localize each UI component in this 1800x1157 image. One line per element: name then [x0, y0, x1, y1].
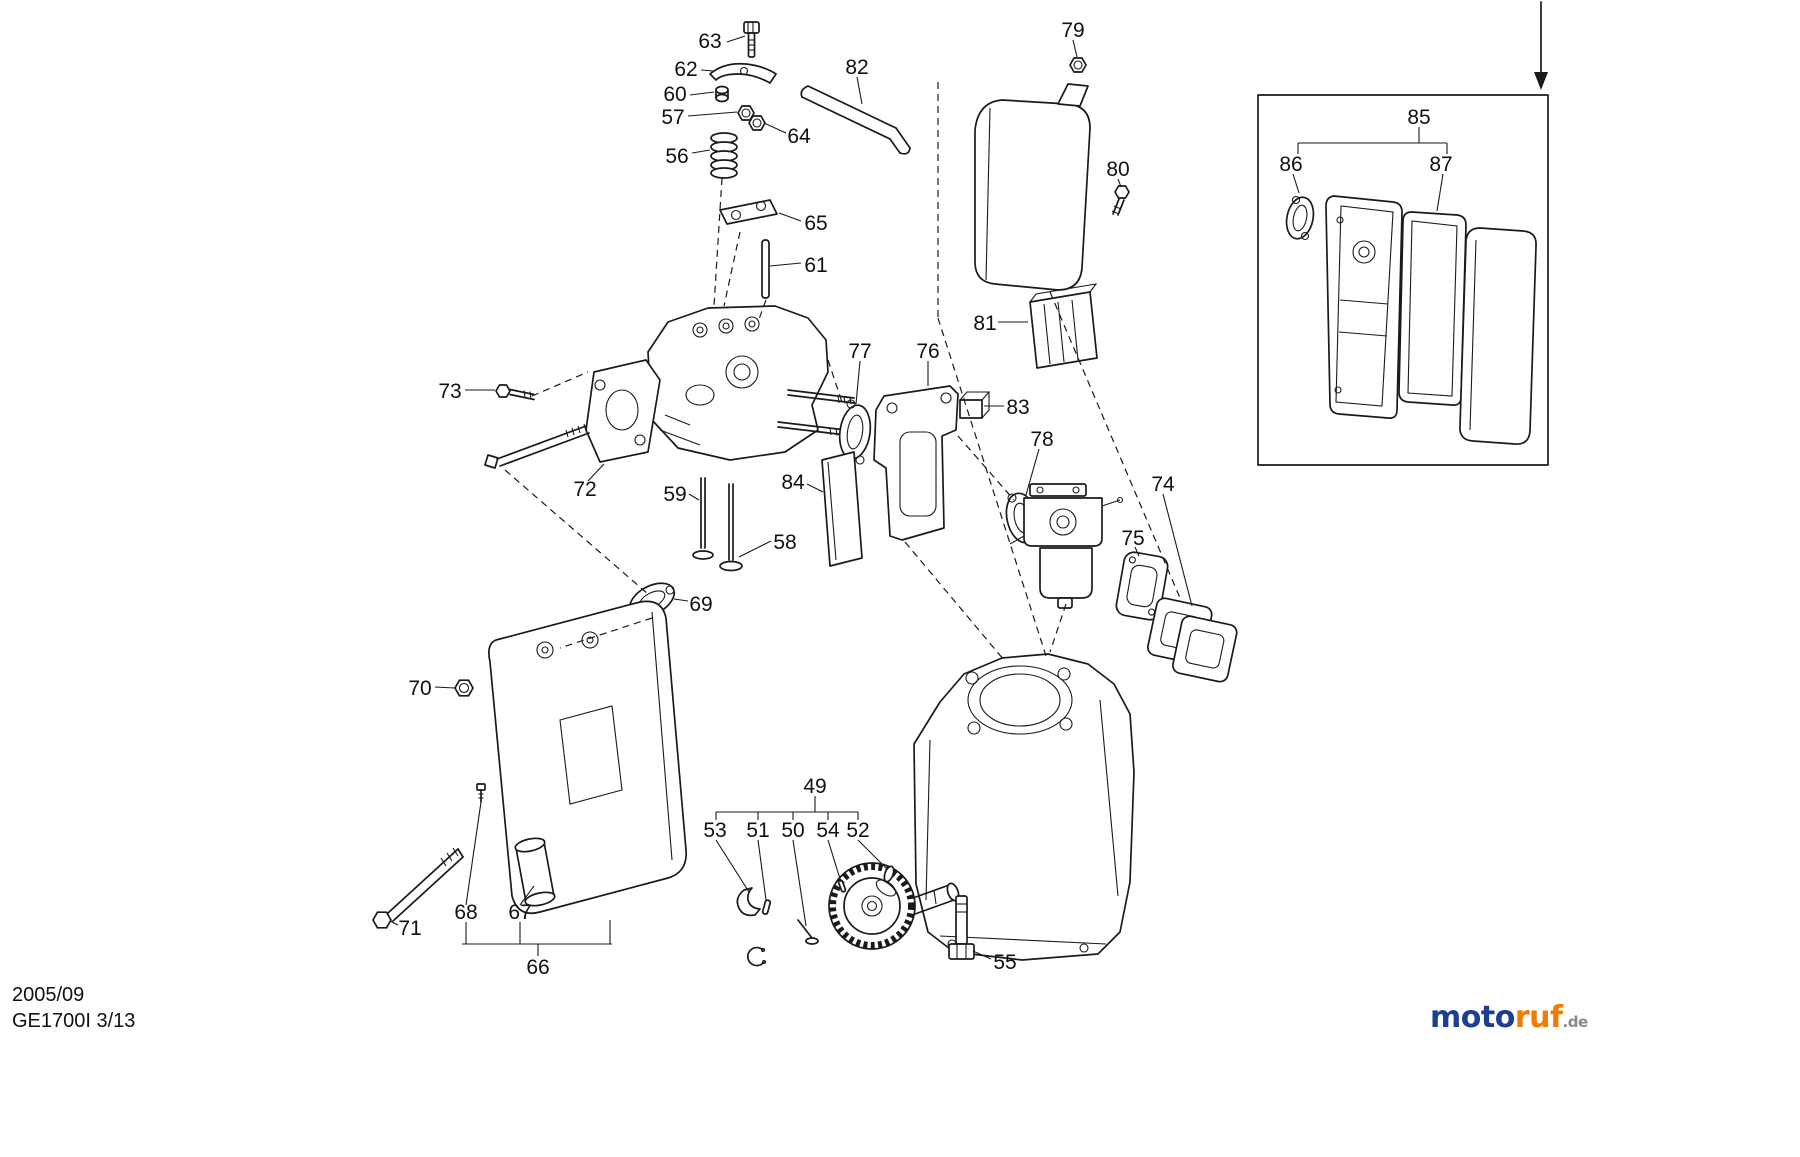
- exhaust-gasket-72-drawing: [585, 359, 661, 463]
- motoruf-logo[interactable]: motoruf.de: [1430, 1000, 1588, 1035]
- leader-lines: [389, 35, 1448, 960]
- construction-lines: [504, 82, 1181, 661]
- heat-shield-76-drawing: [873, 385, 959, 541]
- washer-52-drawing: [883, 865, 895, 883]
- bolt-63-drawing: [743, 21, 760, 58]
- long-stud-drawing: [484, 423, 590, 469]
- nut-70-drawing: [454, 679, 474, 697]
- screw-68-drawing: [476, 783, 486, 803]
- logo-text-de: .de: [1562, 1013, 1589, 1031]
- valve-58-drawing: [719, 483, 743, 572]
- model-page-code: GE1700I 3/13: [12, 1010, 136, 1032]
- bolt-73-drawing: [495, 384, 535, 401]
- date-code: 2005/09: [12, 984, 85, 1006]
- gasket-set-74-drawing: [1147, 597, 1238, 683]
- nut-64-drawing: [748, 115, 766, 131]
- filter-element-87-drawing: [1398, 211, 1467, 406]
- insulator-plate-84-drawing: [821, 451, 863, 567]
- logo-text-ruf: ruf: [1514, 1000, 1563, 1035]
- circlip-drawing: [747, 946, 767, 967]
- camshaft-gear-drawing: [828, 862, 960, 950]
- reference-arrow: [1534, 1, 1548, 90]
- air-cleaner-cover-drawing: [974, 83, 1091, 291]
- tappet-50-drawing: [797, 919, 819, 945]
- screw-80-drawing: [1111, 185, 1130, 216]
- spacer-83-drawing: [959, 391, 991, 419]
- decomp-weight-53-drawing: [736, 887, 761, 917]
- muffler-66-drawing: [488, 600, 688, 915]
- bolt-55-drawing: [948, 895, 975, 960]
- push-rod-61-drawing: [761, 239, 770, 299]
- carburetor-drawing: [1009, 483, 1124, 609]
- bolt-71-drawing: [372, 847, 464, 929]
- cylinder-head-drawing: [647, 305, 855, 461]
- nut-79-drawing: [1069, 57, 1087, 73]
- pivot-60-drawing: [715, 85, 729, 103]
- exhaust-pipe-67-drawing: [514, 837, 556, 907]
- air-filter-cover-drawing: [1459, 227, 1537, 445]
- valve-spring-56-drawing: [710, 132, 738, 179]
- carb-insulator-75-drawing: [1115, 551, 1169, 621]
- intake-silencer-81-drawing: [1029, 283, 1098, 369]
- pin-51-drawing: [761, 899, 772, 915]
- page-footer: 2005/09 GE1700I 3/13: [12, 982, 135, 1034]
- breather-hose-82-drawing: [800, 85, 911, 155]
- air-filter-base-drawing: [1325, 195, 1403, 419]
- crankcase-drawing: [913, 653, 1135, 961]
- rocker-arm-62-drawing: [709, 62, 777, 84]
- logo-text-moto: moto: [1430, 1000, 1515, 1035]
- retainer-plate-65-drawing: [719, 199, 778, 225]
- gasket-86-drawing: [1285, 195, 1315, 241]
- valve-59-drawing: [692, 477, 714, 560]
